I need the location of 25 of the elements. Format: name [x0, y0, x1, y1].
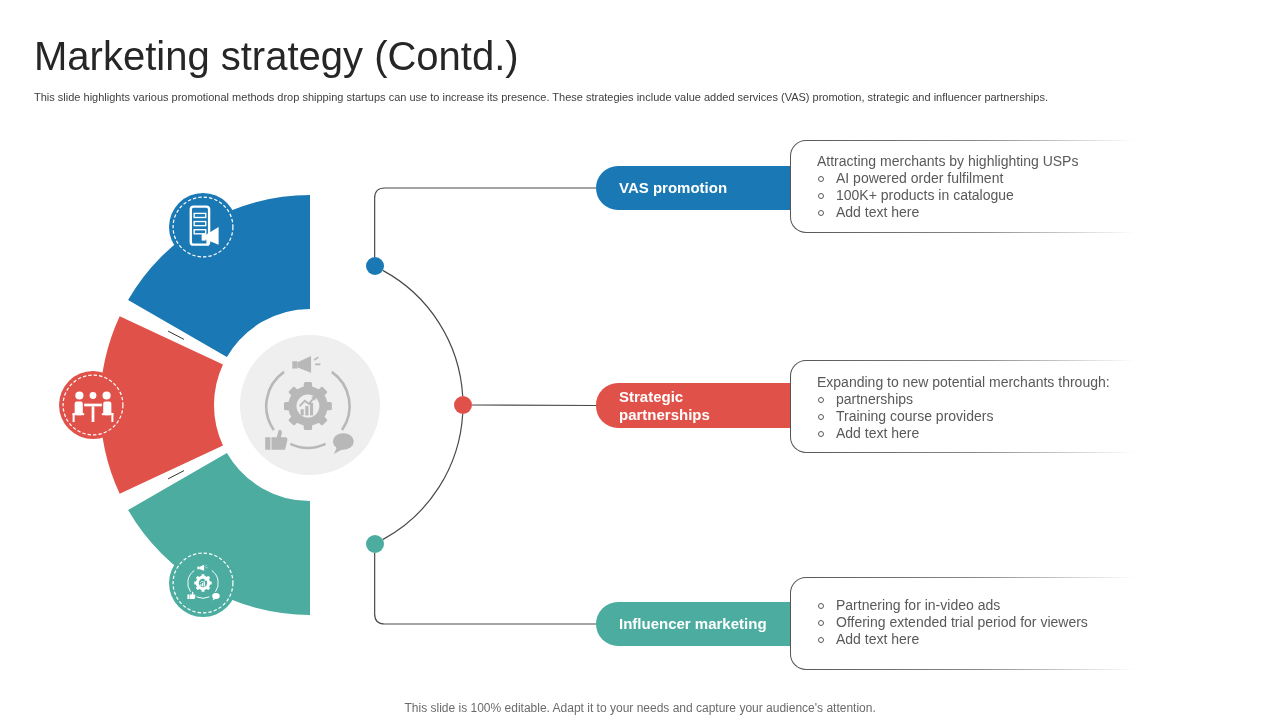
slide-subtitle: This slide highlights various promotional methods drop shipping startups can use to increase its presence. These strategies include value added services (VAS) promotion, strategic and influencer partnerships.: [34, 90, 1048, 104]
bullet-item: partnerships: [817, 391, 914, 408]
slide-title: Marketing strategy (Contd.): [34, 33, 519, 79]
bullet-item: Offering extended trial period for viewers: [817, 614, 1088, 631]
connector-line: [382, 269, 464, 397]
bullet-item: Add text here: [817, 631, 920, 648]
connector-line: [471, 404, 597, 407]
bullet-item: AI powered order fulfilment: [817, 170, 1004, 187]
bullet-item: Add text here: [817, 425, 920, 442]
footer-note: This slide is 100% editable. Adapt it to your needs and capture your audience's attention.: [404, 701, 876, 716]
connector-line: [382, 413, 464, 541]
connector-dot: [454, 396, 472, 414]
intro-text: Expanding to new potential merchants through:: [817, 374, 1110, 391]
connector-dot: [365, 257, 384, 276]
bullet-item: Add text here: [817, 204, 920, 221]
connector-line: [374, 187, 597, 258]
intro-text: Attracting merchants by highlighting USPs: [817, 153, 1079, 170]
strategy-pill: VAS promotion: [596, 166, 790, 210]
bullet-item: 100K+ products in catalogue: [817, 187, 1014, 204]
connector-dot: [365, 534, 384, 553]
strategy-pill: Influencer marketing: [596, 602, 790, 646]
strategy-pill: Strategic partnerships: [596, 383, 790, 428]
bullet-item: Partnering for in-video ads: [817, 597, 1001, 614]
bullet-item: Training course providers: [817, 408, 994, 425]
connector-line: [374, 552, 597, 625]
